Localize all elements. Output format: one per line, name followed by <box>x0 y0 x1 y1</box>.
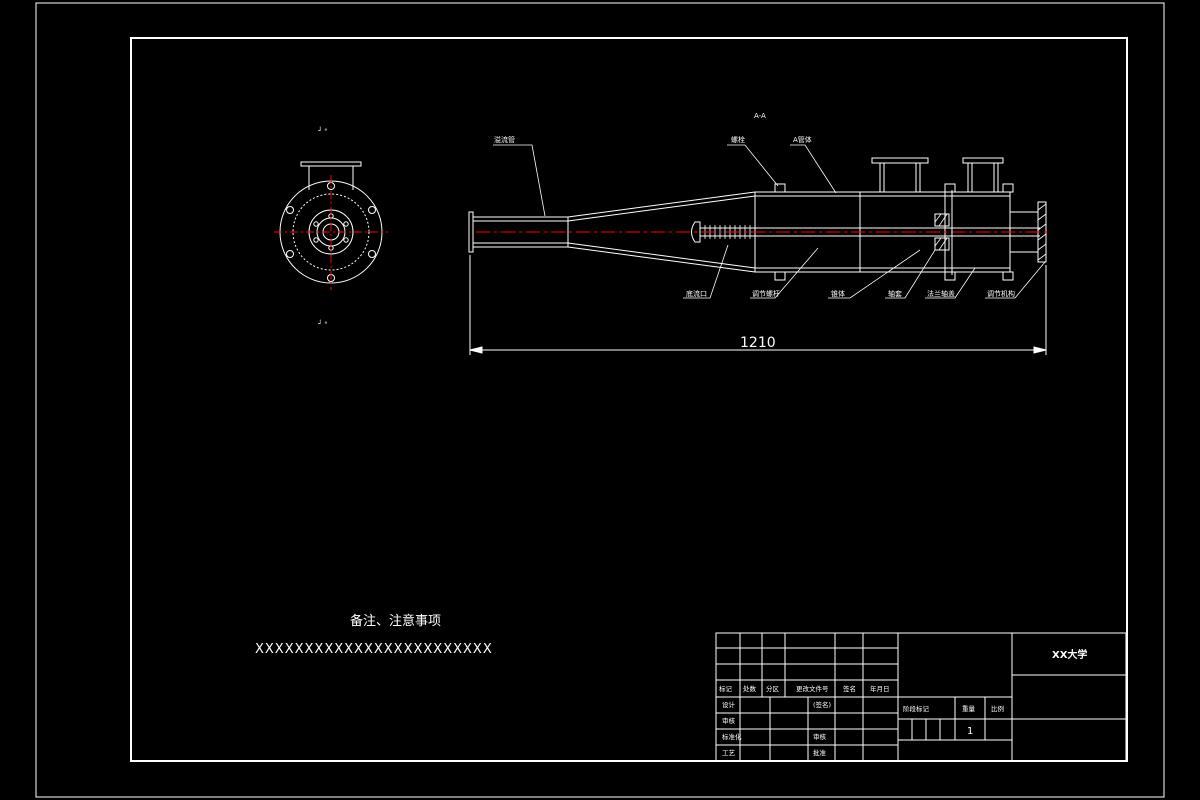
tb-stage-label: 阶段标记 <box>903 704 930 713</box>
section-mark-main: A-A <box>754 112 766 120</box>
tb-quantity: 1 <box>967 726 973 737</box>
tb-h-docno: 更改文件号 <box>796 684 829 693</box>
notes-title: 备注、注意事项 <box>350 613 441 629</box>
label-body: A管体 <box>793 135 812 144</box>
label-adjust-rod: 调节螺杆 <box>752 289 780 298</box>
tb-role-process: 工艺 <box>722 749 736 757</box>
main-section-view: A-A <box>468 112 1048 281</box>
dimension-1210: 1210 <box>740 335 776 351</box>
label-adjust-mech: 调节机构 <box>987 289 1015 298</box>
label-flange-cap: 法兰轴盖 <box>927 289 955 298</box>
label-overflow-pipe: 溢流管 <box>494 135 515 144</box>
tb-h-count: 处数 <box>743 684 757 693</box>
tb-approve-label: 批准 <box>813 748 827 757</box>
tb-h-zone: 分区 <box>766 684 780 693</box>
inner-frame <box>130 37 1128 762</box>
tb-role-check: 审核 <box>722 716 736 725</box>
label-bolt: 螺栓 <box>731 135 745 144</box>
outer-frame <box>35 2 1165 798</box>
tb-std-label: (签名) <box>813 700 831 709</box>
tb-h-date: 年月日 <box>870 684 890 693</box>
tb-role-review: 标准化 <box>722 732 742 741</box>
section-mark-top: ┘ ᵃ <box>318 126 327 135</box>
tb-weight-label: 重量 <box>962 705 976 713</box>
overall-dimension <box>469 255 1047 355</box>
tb-h-mark: 标记 <box>719 684 733 693</box>
title-block <box>715 632 1127 762</box>
title-university: XX大学 <box>1052 648 1087 661</box>
label-cone: 锥体 <box>831 289 845 298</box>
tb-audit-label: 审核 <box>813 732 827 741</box>
notes-body: XXXXXXXXXXXXXXXXXXXXXXXX <box>255 642 493 657</box>
tb-h-sign: 签名 <box>843 684 856 693</box>
leader-lines <box>493 144 1046 299</box>
end-view: ┘ ᵃ ┘ ᵃ <box>274 126 388 328</box>
label-bushing: 轴套 <box>888 289 902 298</box>
section-mark-bottom: ┘ ᵃ <box>318 319 327 328</box>
tb-role-design: 设计 <box>722 700 736 709</box>
tb-scale-label: 比例 <box>991 704 1004 713</box>
label-underflow: 底流口 <box>686 289 707 298</box>
